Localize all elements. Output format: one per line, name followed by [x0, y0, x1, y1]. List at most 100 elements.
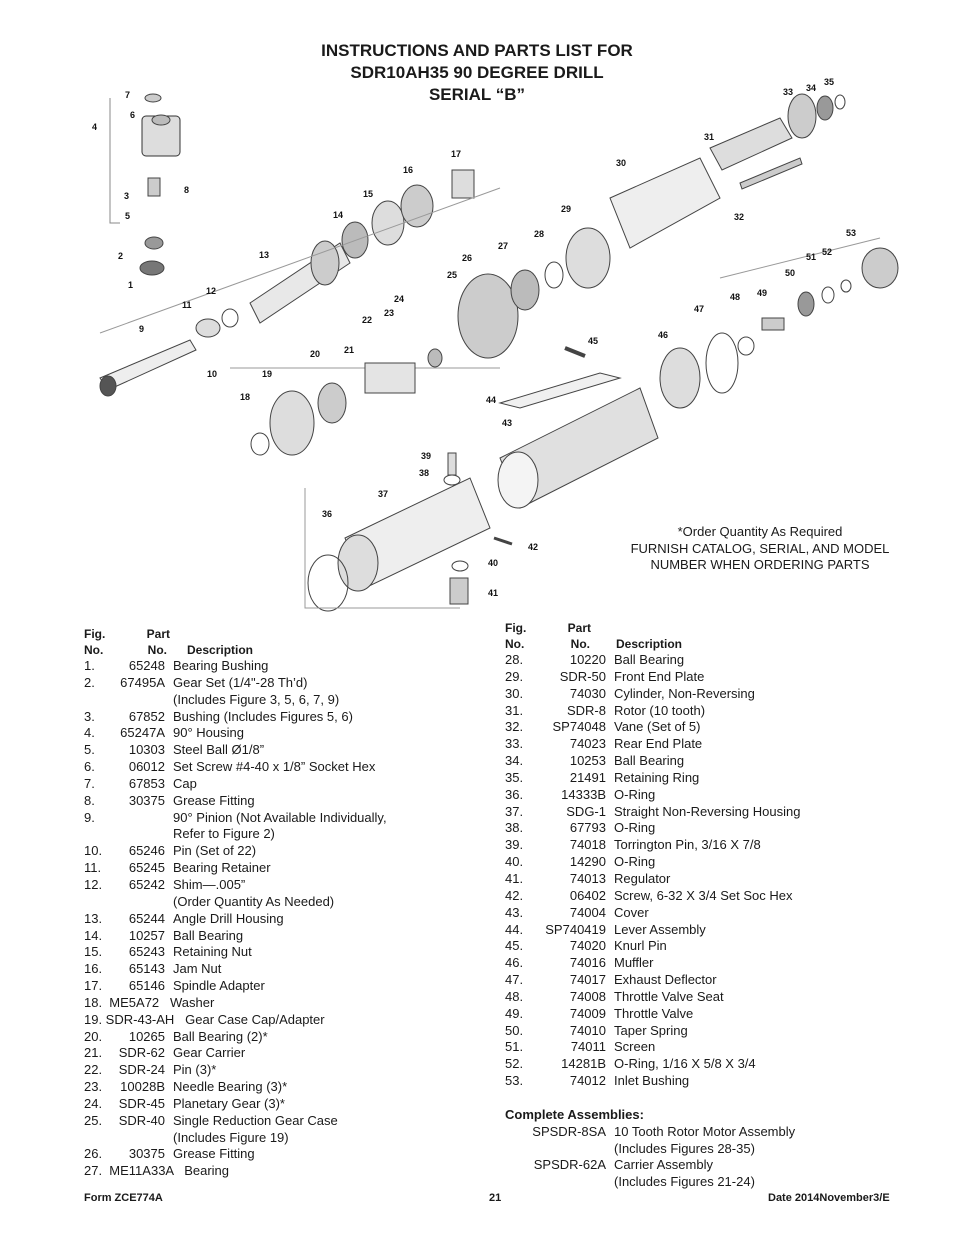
- header-part-no: No.: [570, 637, 590, 651]
- fig-number: 37.: [505, 803, 524, 819]
- footer-page-number: 21: [489, 1192, 502, 1204]
- header-part: Part: [567, 621, 591, 635]
- part-number: 74013: [569, 870, 606, 886]
- part-description: Set Screw #4-40 x 1/8” Socket Hex: [173, 759, 376, 775]
- part-number: SDR-50: [559, 668, 606, 684]
- fig-number: 9.: [84, 809, 95, 825]
- part-number: SDR-8: [566, 702, 606, 718]
- part-description: Planetary Gear (3)*: [173, 1095, 285, 1111]
- fig-number: 28.: [505, 652, 524, 667]
- footer-date: Date 2014November3/E: [768, 1192, 890, 1204]
- part-number: 65243: [128, 944, 165, 960]
- diagram-label: 43: [502, 418, 512, 428]
- diagram-label: 35: [824, 78, 834, 87]
- part-number: SP74048: [552, 719, 607, 735]
- part-number: 14290: [569, 854, 606, 870]
- part-description: Single Reduction Gear Case: [173, 1112, 338, 1128]
- diagram-label: 44: [486, 395, 496, 405]
- assembly-description: Carrier Assembly: [614, 1157, 713, 1173]
- header-description: Description: [616, 637, 683, 651]
- part-description: Ball Bearing (2)*: [173, 1028, 268, 1044]
- diagram-label: 34: [806, 83, 816, 93]
- part-number: 65242: [128, 876, 165, 892]
- part-description: Cap: [173, 775, 197, 791]
- fig-number: 50.: [505, 1022, 524, 1038]
- part-number: 65247A: [120, 725, 165, 741]
- diagram-label: 52: [822, 247, 832, 257]
- diagram-label: 14: [333, 210, 343, 220]
- diagram-label: 6: [130, 110, 135, 120]
- parts-row: 27. ME11A33A Bearing: [84, 1163, 230, 1179]
- part-description: Knurl Pin: [614, 938, 667, 954]
- fig-number: 5.: [84, 742, 95, 758]
- page-title: INSTRUCTIONS AND PARTS LIST FOR SDR10AH3…: [0, 40, 954, 106]
- part-description: O-Ring: [614, 786, 656, 802]
- parts-rows: 27. ME11A33A Bearing: [84, 1163, 387, 1180]
- part-number: 65244: [128, 910, 165, 926]
- fig-number: 2.: [84, 674, 95, 690]
- part-description: Straight Non-Reversing Housing: [614, 803, 801, 819]
- fig-number: 41.: [505, 870, 524, 886]
- title-line-2: SDR10AH35 90 DEGREE DRILL: [350, 63, 604, 82]
- fig-number: 45.: [505, 938, 524, 954]
- assembly-part-number: SPSDR-62A: [533, 1157, 606, 1173]
- part-number: 30375: [128, 792, 165, 808]
- part-description: Pin (3)*: [173, 1062, 217, 1078]
- header-fig: Fig.: [505, 621, 527, 635]
- part-description: Grease Fitting: [173, 792, 255, 808]
- fig-number: 13.: [84, 910, 103, 926]
- diagram-label: 49: [757, 288, 767, 298]
- part-description: Angle Drill Housing: [173, 910, 284, 926]
- fig-number: 52.: [505, 1056, 524, 1072]
- diagram-label: 12: [206, 286, 216, 296]
- diagram-label: 22: [362, 315, 372, 325]
- part-number: 65146: [128, 978, 165, 994]
- assembly-row: SPSDR-62A Carrier Assembly: [505, 1157, 800, 1174]
- part-description: Muffler: [614, 955, 654, 971]
- list-header: Fig.Part No.No.Description: [84, 626, 387, 658]
- part-number: [112, 810, 165, 827]
- part-description: Grease Fitting: [173, 1146, 255, 1162]
- part-number: SDR-24: [118, 1062, 165, 1078]
- diagram-label: 28: [534, 229, 544, 239]
- fig-number: 33.: [505, 736, 524, 752]
- diagram-label: 42: [528, 542, 538, 552]
- diagram-label: 45: [588, 336, 598, 346]
- header-no: No.: [505, 637, 525, 651]
- fig-number: 46.: [505, 955, 524, 971]
- diagram-label: 25: [447, 270, 457, 280]
- part-number: 10257: [128, 927, 165, 943]
- diagram-label: 47: [694, 304, 704, 314]
- part-description: Front End Plate: [614, 668, 705, 684]
- fig-number: 29.: [505, 668, 524, 684]
- part-description-continued: (Includes Figure 19): [173, 1129, 289, 1145]
- part-description: Retaining Ring: [614, 769, 700, 785]
- part-number: SDR-62: [118, 1045, 165, 1061]
- fig-number: 17.: [84, 978, 103, 994]
- parts-row: 29. SDR-50 Front End Plate: [505, 669, 800, 686]
- assemblies-heading: Complete Assemblies:: [505, 1106, 644, 1122]
- diagram-label: 1: [128, 280, 133, 290]
- part-number: 65248: [128, 658, 165, 673]
- part-description: 90° Housing: [173, 725, 244, 741]
- order-note-line-3: NUMBER WHEN ORDERING PARTS: [650, 557, 870, 572]
